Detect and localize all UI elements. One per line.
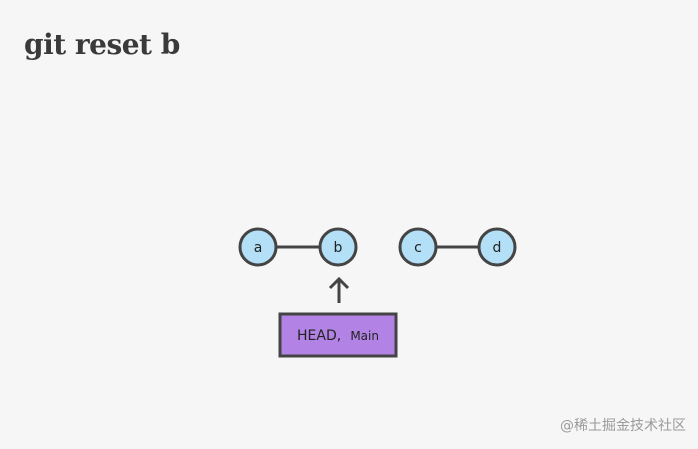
- commit-label-d: d: [493, 240, 502, 256]
- commit-label-a: a: [254, 240, 263, 256]
- branch-label: Main: [350, 329, 379, 343]
- commit-label-c: c: [414, 240, 422, 256]
- head-label: HEAD,: [297, 328, 341, 344]
- commit-label-b: b: [334, 240, 343, 256]
- ref-box-label: HEAD, Main: [297, 325, 379, 344]
- arrow-up-icon: [328, 276, 350, 303]
- page-title: git reset b: [24, 28, 180, 61]
- commit-node-d: d: [477, 227, 517, 267]
- commit-node-c: c: [398, 227, 438, 267]
- watermark: @稀土掘金技术社区: [560, 418, 686, 434]
- ref-box-head-main: HEAD, Main: [278, 312, 398, 358]
- commit-node-a: a: [238, 227, 278, 267]
- commit-node-b: b: [318, 227, 358, 267]
